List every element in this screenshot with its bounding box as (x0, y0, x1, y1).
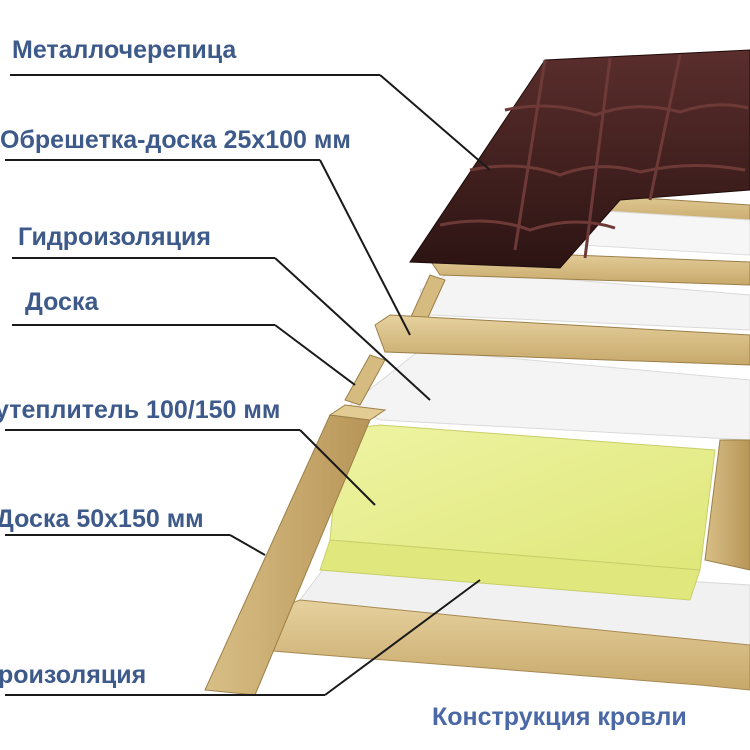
label-vapor-barrier: роизоляция (0, 661, 146, 689)
diagram-caption: Конструкция кровли (432, 703, 687, 731)
label-insulation: утеплитель 100/150 мм (0, 396, 280, 424)
leader-lines (5, 74, 491, 696)
label-rafter: Доска 50х150 мм (0, 505, 204, 533)
metal-tile-ridges (439, 54, 749, 259)
label-counter-board: Доска (25, 288, 99, 316)
bottom-board (259, 599, 750, 691)
waterproofing-membrane (349, 349, 750, 441)
batten-middle (374, 314, 750, 366)
rafter-right (704, 439, 750, 571)
label-batten: Обрешетка-доска 25х100 мм (0, 126, 351, 154)
rafter-left-top (328, 404, 387, 421)
label-metal-tile: Металлочерепица (12, 36, 237, 64)
insulation-slab-front (319, 539, 701, 601)
label-waterproofing: Гидроизоляция (18, 223, 211, 251)
insulation-slab-top (329, 424, 716, 571)
